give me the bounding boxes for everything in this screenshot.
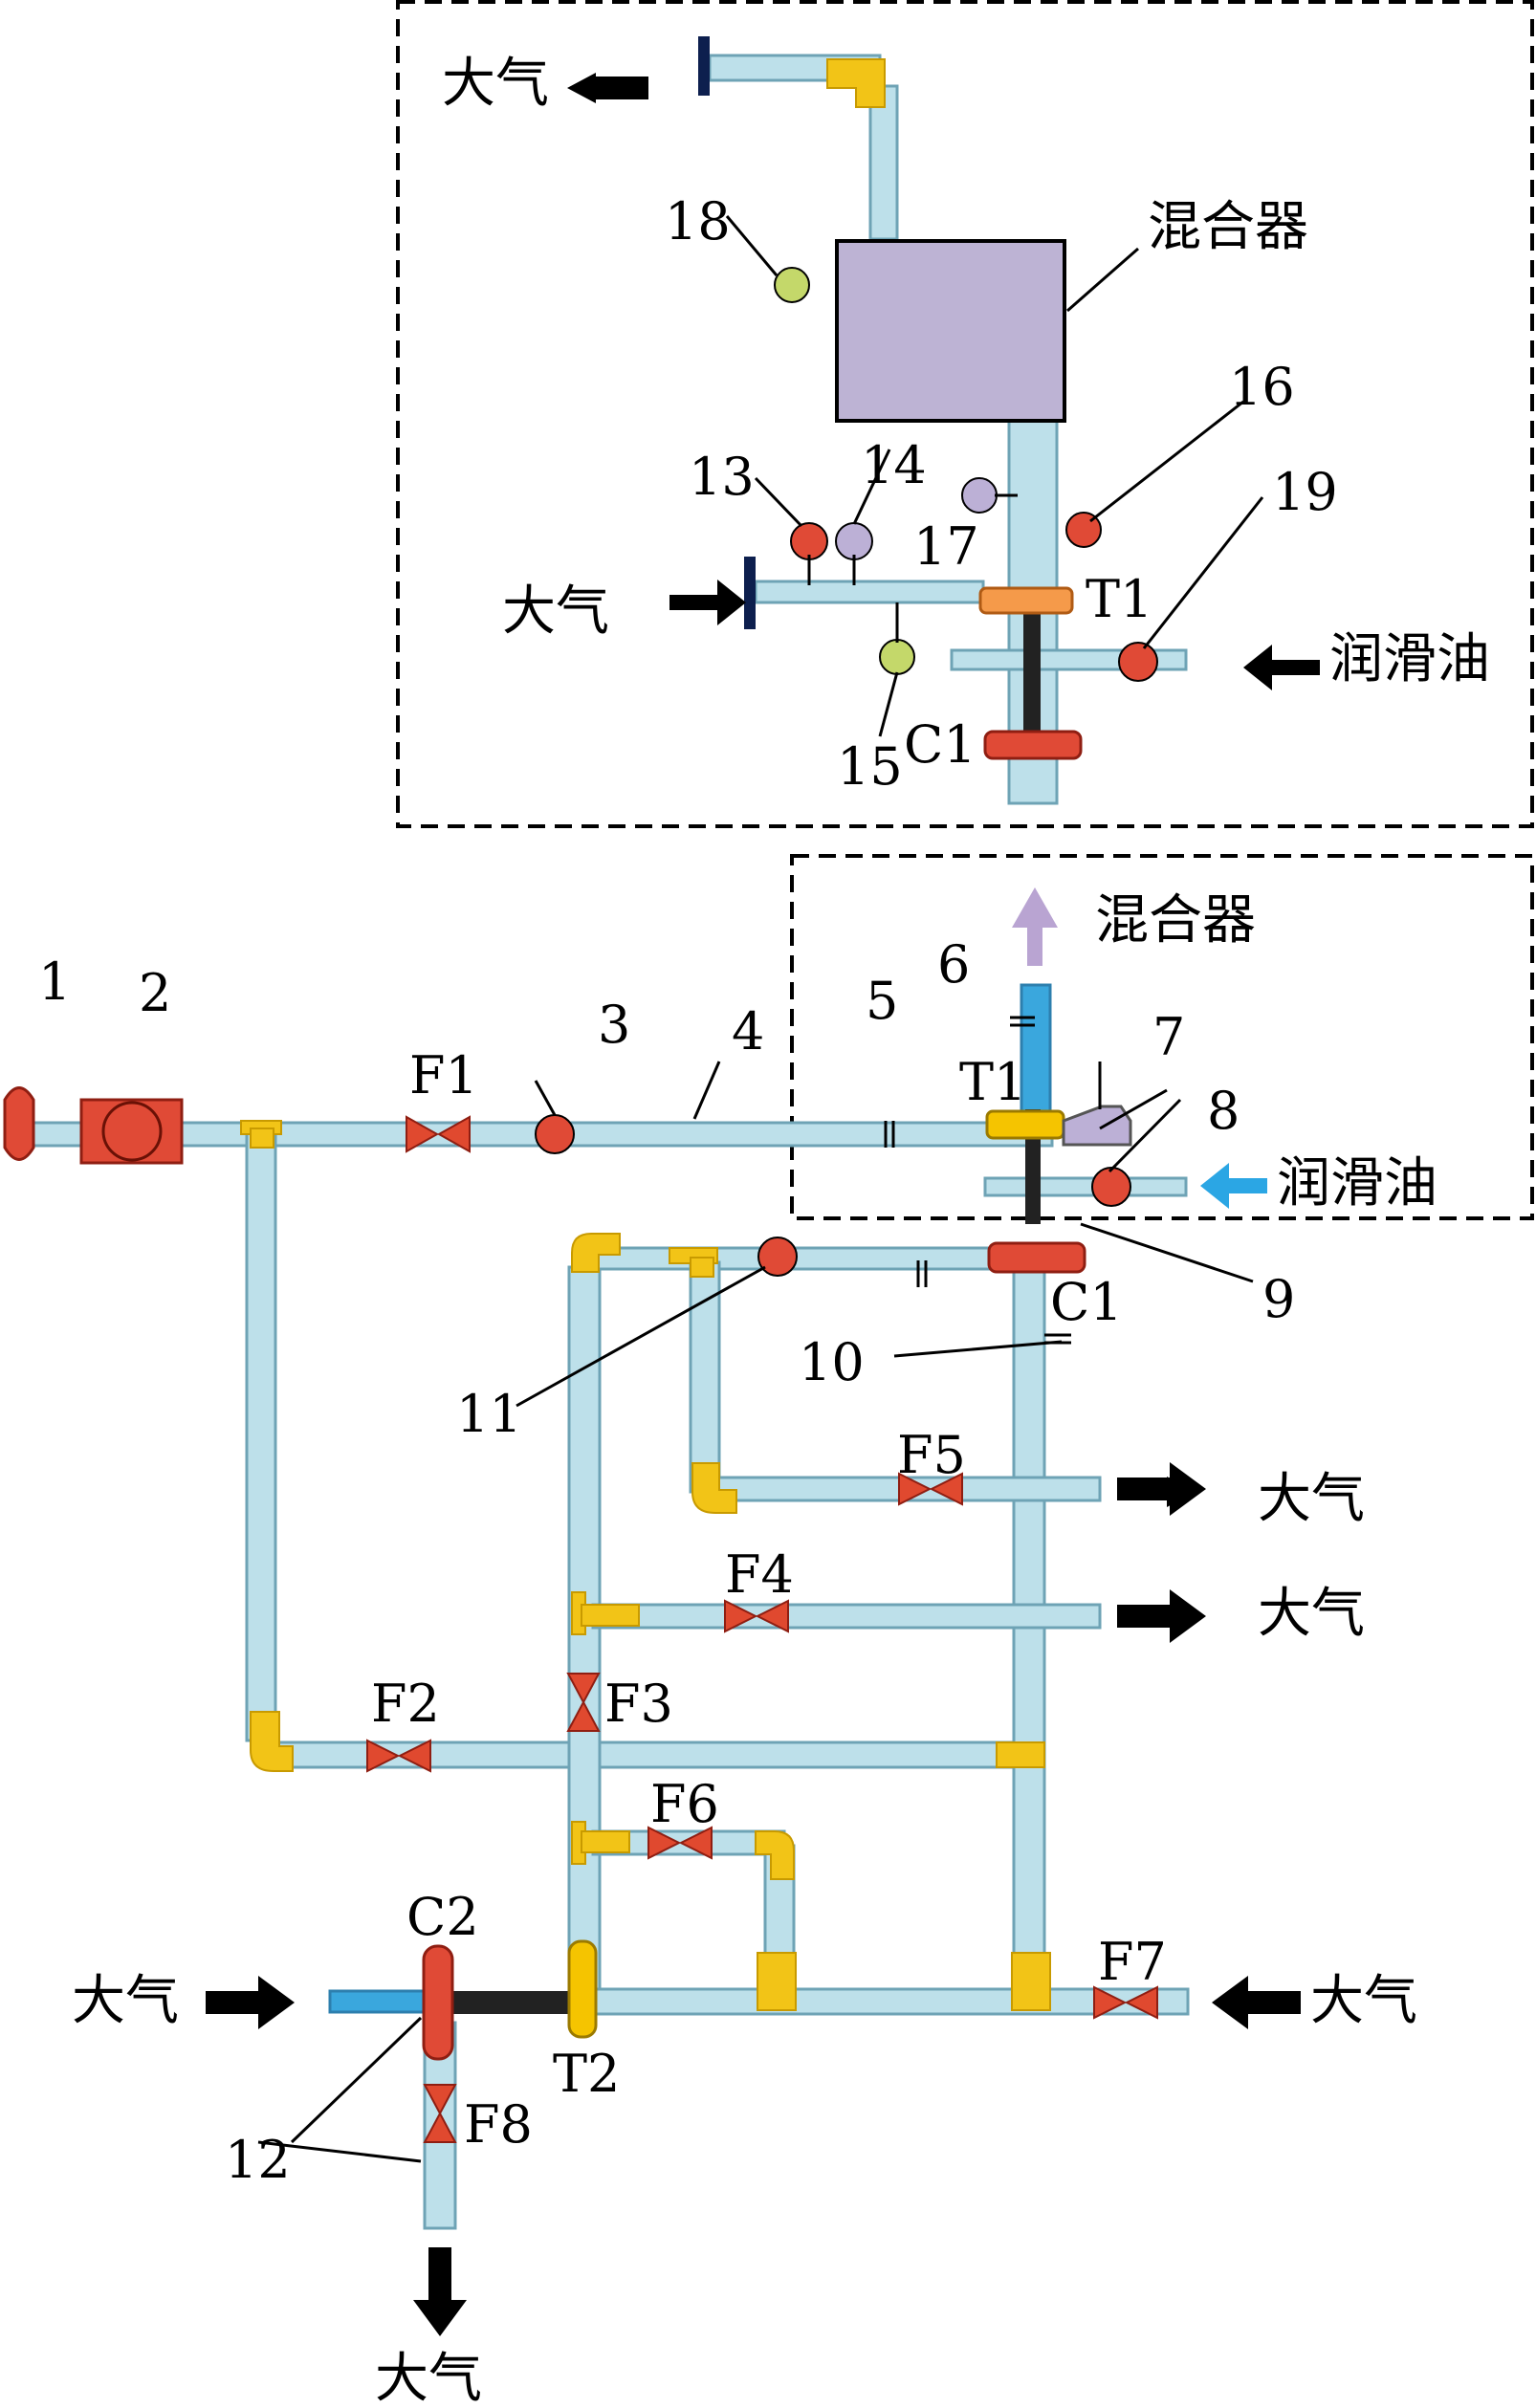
component-7 [1062, 1105, 1132, 1147]
meter-13 [790, 522, 828, 560]
label-F8: F8 [464, 2094, 533, 2155]
label-8: 8 [1207, 1081, 1240, 1141]
meter-19 [1118, 642, 1158, 682]
label-18: 18 [665, 191, 731, 252]
label-atm-bottom: 大气 [375, 2348, 482, 2408]
label-F5: F5 [897, 1425, 966, 1485]
label-F7: F7 [1098, 1932, 1167, 1992]
mixer-test-box [396, 0, 1534, 828]
label-10: 10 [799, 1332, 865, 1392]
meter-14 [835, 522, 873, 560]
label-C1-upper: C1 [904, 714, 976, 775]
label-atm-upper-left: 大气 [502, 580, 609, 643]
shafts [445, 612, 1041, 2014]
flanges [698, 36, 756, 629]
test-section-box [790, 854, 1534, 1220]
label-F6: F6 [650, 1774, 719, 1834]
label-17: 17 [913, 516, 979, 577]
label-11: 11 [456, 1384, 522, 1444]
label-C2: C2 [406, 1887, 479, 1947]
label-19: 19 [1272, 462, 1338, 522]
pipe-fittings [240, 58, 1051, 2011]
meter-15 [879, 639, 915, 675]
label-14: 14 [861, 435, 927, 495]
label-lube-oil-mid: 润滑油 [1277, 1152, 1437, 1215]
label-F1: F1 [409, 1045, 478, 1105]
label-F4: F4 [725, 1544, 794, 1605]
ticks [884, 1016, 1071, 1345]
label-3: 3 [598, 995, 631, 1055]
label-mixer-mid: 混合器 [1095, 889, 1256, 952]
label-6: 6 [937, 934, 971, 995]
compressor-C1-lower [987, 1241, 1086, 1274]
label-C1-lower: C1 [1050, 1272, 1123, 1332]
label-4: 4 [732, 1001, 765, 1062]
meter-17 [961, 477, 998, 514]
compressor-C1-upper [983, 730, 1083, 760]
label-9: 9 [1262, 1269, 1296, 1329]
label-T2: T2 [553, 2044, 621, 2104]
label-1: 1 [38, 952, 72, 1012]
label-mixer-top: 混合器 [1148, 196, 1308, 258]
valves [366, 1115, 1158, 2143]
label-2: 2 [139, 963, 172, 1023]
component-1 [3, 1086, 35, 1161]
leader-lines [257, 215, 1264, 2163]
flow-arrows [206, 73, 1320, 2336]
label-12: 12 [225, 2130, 291, 2190]
label-lube-oil-upper: 润滑油 [1329, 628, 1490, 690]
label-5: 5 [866, 971, 899, 1031]
turbine-T1-lower [985, 1109, 1065, 1140]
label-F2: F2 [371, 1674, 440, 1734]
label-13: 13 [689, 447, 755, 507]
label-T1-lower: T1 [959, 1052, 1027, 1112]
label-atm-left: 大气 [72, 1970, 179, 2032]
label-atm-top: 大气 [442, 53, 549, 115]
label-atm-f4: 大气 [1258, 1583, 1365, 1645]
label-atm-f5: 大气 [1258, 1468, 1365, 1530]
turbine-T1-upper [978, 586, 1074, 615]
mixer-box [835, 239, 1066, 423]
label-atm-right: 大气 [1310, 1970, 1417, 2032]
label-15: 15 [837, 736, 903, 797]
meter-3 [535, 1114, 575, 1154]
label-T1-upper: T1 [1086, 569, 1153, 629]
component-2-core [101, 1101, 163, 1162]
label-7: 7 [1152, 1007, 1186, 1067]
turbine-T2 [567, 1939, 598, 2039]
label-16: 16 [1229, 357, 1295, 417]
meter-18 [774, 267, 810, 303]
meter-8 [1091, 1167, 1131, 1207]
compressor-C2 [422, 1944, 454, 2061]
meter-11 [757, 1237, 798, 1277]
label-F3: F3 [604, 1674, 673, 1734]
